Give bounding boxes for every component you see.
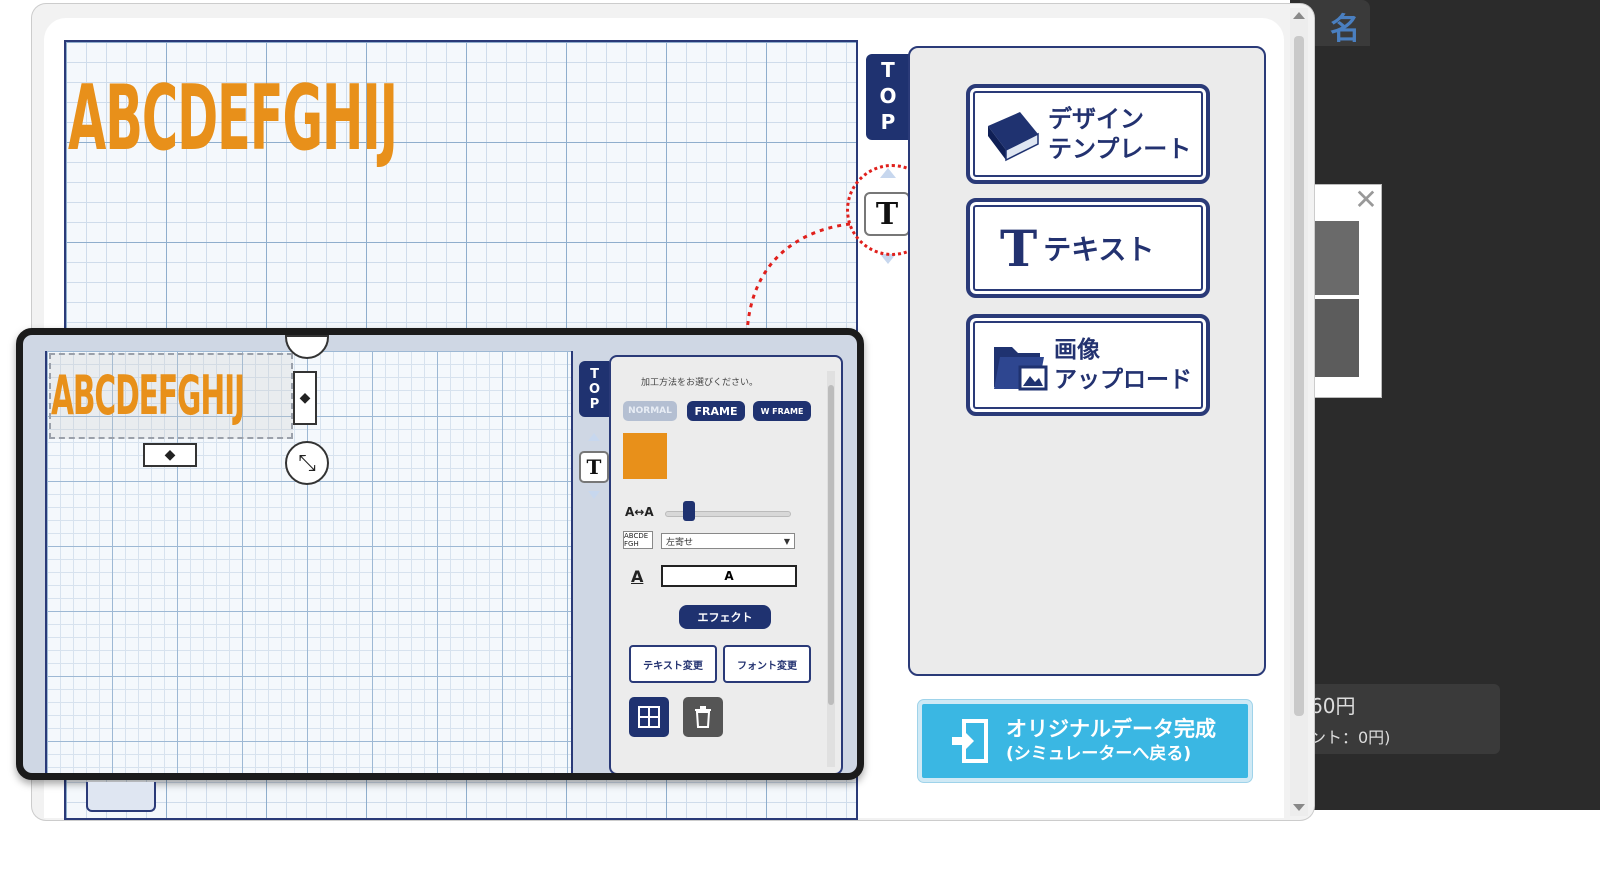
design-template-line1: デザイン [1048, 105, 1144, 133]
mode-normal-button[interactable]: NORMAL [623, 401, 677, 421]
align-label: ABCDE FGH [623, 531, 653, 549]
mode-frame-button[interactable]: FRAME [687, 401, 745, 421]
text-icon: T [1000, 218, 1038, 278]
font-change-button[interactable]: フォント変更 [723, 645, 811, 683]
outline-label: A [631, 567, 644, 586]
background-heading: 名 [1330, 12, 1360, 47]
processing-prompt: 加工方法をお選びください。 [641, 378, 759, 388]
text-button[interactable]: T テキスト [966, 198, 1210, 298]
top-tab[interactable]: TOP [866, 54, 910, 140]
outline-input[interactable]: A [661, 565, 797, 587]
scrollbar-thumb[interactable] [1294, 36, 1304, 716]
trash-icon[interactable] [683, 697, 723, 737]
design-template-button[interactable]: デザイン テンプレート [966, 84, 1210, 184]
background-page: 名 ✕ 60円 ント：0円) [1290, 0, 1600, 810]
design-template-line2: テンプレート [1048, 135, 1192, 163]
spacing-label: A↔A [625, 505, 654, 519]
scroll-up-icon[interactable] [1293, 12, 1305, 19]
align-select-value: 左寄せ [666, 537, 694, 548]
scroll-down-icon[interactable] [1293, 804, 1305, 811]
inset-canvas-text[interactable]: ABCDEFGHIJ [51, 364, 245, 427]
folder-image-icon [994, 347, 1048, 391]
dialog-block [1311, 299, 1359, 377]
book-icon [988, 112, 1039, 162]
text-button-label: テキスト [1043, 233, 1155, 266]
inset-top-tab-label: TOP [587, 366, 602, 412]
text-change-button[interactable]: テキスト変更 [629, 645, 717, 683]
dialog-close-icon[interactable]: ✕ [1354, 183, 1378, 216]
exit-icon [952, 719, 988, 763]
inset-text-tool-button[interactable]: T [579, 451, 609, 483]
spacing-slider-track[interactable] [665, 511, 791, 517]
scroll-down-small-icon[interactable] [880, 254, 896, 264]
canvas-text[interactable]: ABCDEFGHIJ [68, 66, 398, 171]
zoom-inset: ABCDEFGHIJ ◆ ◆ ⤡ TOP T 加工方法をお選びください。 NOR… [16, 328, 864, 780]
complete-line1: オリジナルデータ完成 [1006, 717, 1216, 741]
inset-top-tab[interactable]: TOP [579, 361, 609, 417]
spacing-slider-thumb[interactable] [683, 501, 695, 521]
inset-canvas[interactable]: ABCDEFGHIJ ◆ ◆ ⤡ [45, 335, 573, 773]
panel-scrollbar[interactable] [827, 371, 835, 767]
modal-scrollbar[interactable] [1290, 8, 1308, 816]
inset-scroll-up-icon[interactable] [588, 433, 600, 441]
resize-height-handle[interactable]: ◆ [143, 443, 197, 467]
price-text: 60円 [1310, 694, 1356, 718]
dialog-block [1311, 221, 1359, 295]
image-upload-line1: 画像 [1054, 337, 1100, 363]
complete-button[interactable]: オリジナルデータ完成 (シミュレーターへ戻る) [918, 700, 1252, 782]
mode-wframe-button[interactable]: W FRAME [753, 401, 811, 421]
image-upload-button[interactable]: 画像 アップロード [966, 314, 1210, 416]
text-selection-box[interactable] [49, 353, 293, 439]
image-upload-line2: アップロード [1054, 367, 1192, 393]
background-dialog: ✕ [1310, 184, 1382, 398]
point-text: ント：0円) [1310, 728, 1391, 747]
color-swatch[interactable] [623, 433, 667, 479]
resize-width-handle[interactable]: ◆ [293, 371, 317, 425]
align-select[interactable]: 左寄せ ▼ [661, 533, 795, 549]
chevron-down-icon: ▼ [783, 536, 790, 546]
inset-scroll-down-icon[interactable] [588, 491, 600, 499]
background-price-box: 60円 ント：0円) [1290, 684, 1500, 754]
top-tab-label: TOP [876, 58, 900, 136]
bottom-shape [86, 782, 156, 812]
text-settings-panel: 加工方法をお選びください。 NORMAL FRAME W FRAME A↔A A… [609, 355, 843, 773]
complete-line2: (シミュレーターへ戻る) [1006, 744, 1192, 764]
align-center-icon[interactable] [629, 697, 669, 737]
rotate-handle-icon[interactable]: ⤡ [285, 441, 329, 485]
effect-button[interactable]: エフェクト [679, 605, 771, 629]
